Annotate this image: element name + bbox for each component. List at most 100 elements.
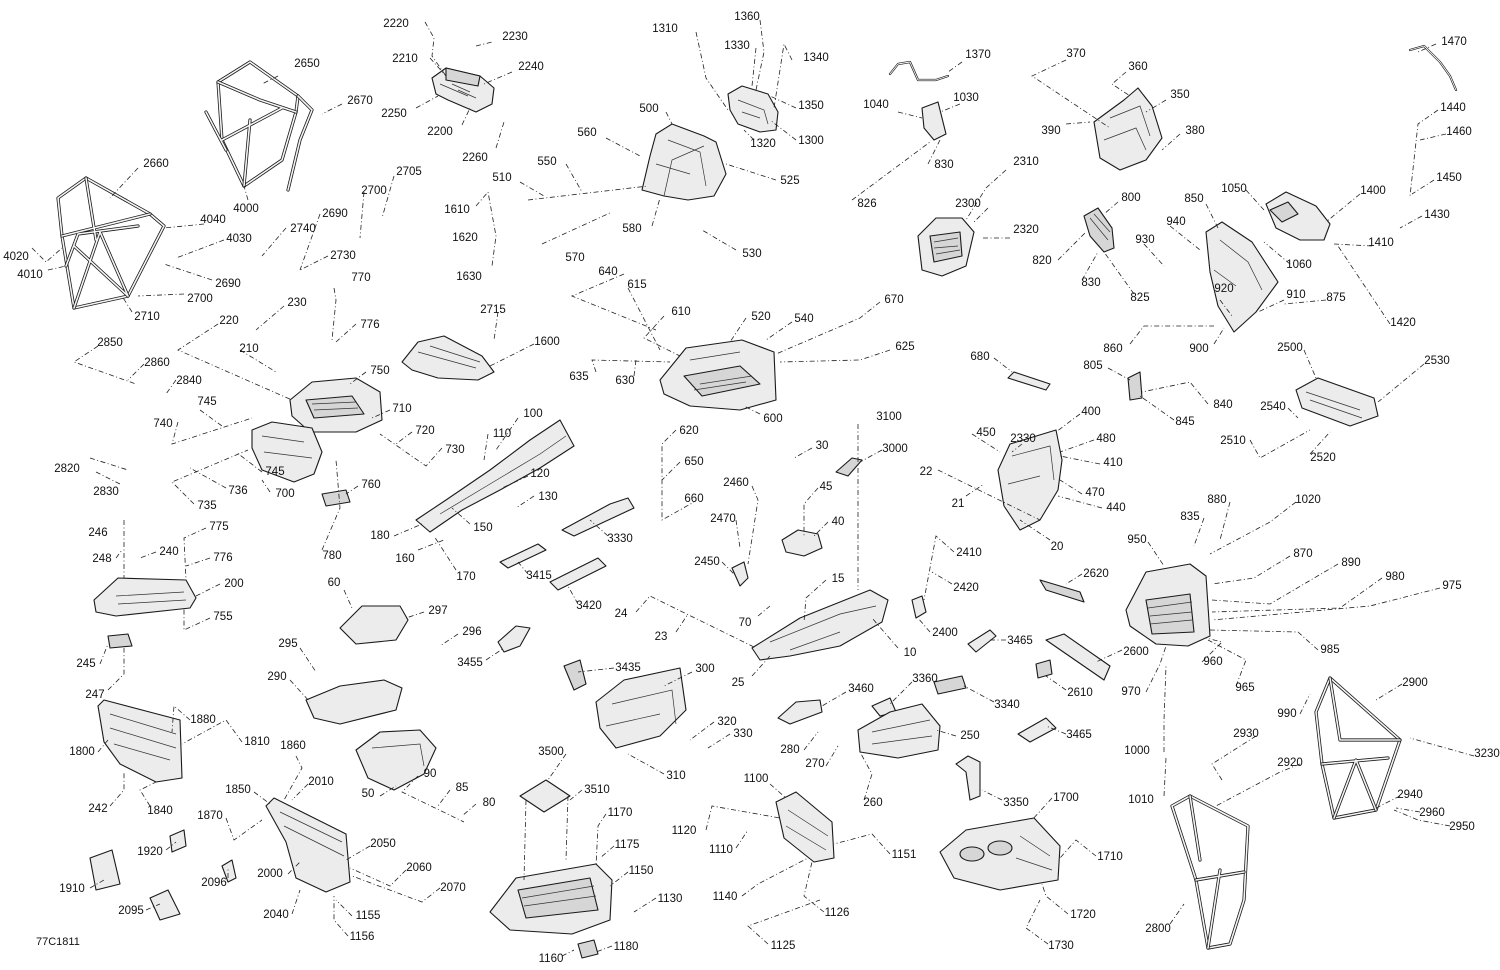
callout-label: 24 xyxy=(615,608,628,620)
part-tray-750 xyxy=(289,377,383,433)
callout-label: 150 xyxy=(473,522,492,534)
callout-label: 760 xyxy=(361,479,380,491)
callout-label: 710 xyxy=(392,403,411,415)
callout-label: 2950 xyxy=(1449,821,1475,833)
callout-label: 200 xyxy=(224,578,243,590)
part-plate-1920 xyxy=(169,829,187,853)
part-trim-3420 xyxy=(549,557,607,591)
callout-label: 4030 xyxy=(226,233,252,245)
callout-label: 1360 xyxy=(734,11,760,23)
callout-label: 660 xyxy=(684,493,703,505)
callout-label: 1470 xyxy=(1441,36,1467,48)
callout-label: 3100 xyxy=(876,411,902,423)
callout-label: 1160 xyxy=(539,953,564,965)
callout-label: 120 xyxy=(530,468,549,480)
callout-label: 1400 xyxy=(1360,185,1386,197)
callout-label: 700 xyxy=(275,488,294,500)
callout-label: 825 xyxy=(1130,292,1149,304)
callout-label: 3435 xyxy=(615,662,641,674)
callout-label: 720 xyxy=(415,425,434,437)
callout-label: 4000 xyxy=(233,203,259,215)
callout-label: 470 xyxy=(1085,487,1104,499)
part-cap-3435 xyxy=(563,659,587,691)
callout-label: 240 xyxy=(159,546,178,558)
callout-label: 2840 xyxy=(176,375,202,387)
callout-label: 50 xyxy=(362,788,375,800)
callout-label: 2310 xyxy=(1013,156,1039,168)
callout-label: 20 xyxy=(1051,541,1064,553)
callout-label: 1850 xyxy=(225,784,251,796)
callout-label: 10 xyxy=(904,647,917,659)
part-shield-60 xyxy=(339,605,409,645)
callout-label: 295 xyxy=(278,638,297,650)
callout-label: 940 xyxy=(1166,216,1185,228)
callout-label: 2000 xyxy=(257,868,283,880)
callout-label: 1040 xyxy=(863,99,889,111)
callout-label: 110 xyxy=(493,428,511,440)
callout-label: 1300 xyxy=(798,135,824,147)
callout-label: 580 xyxy=(622,223,641,235)
callout-label: 745 xyxy=(265,466,284,478)
callout-label: 745 xyxy=(197,396,216,408)
part-ramp-1600 xyxy=(401,335,495,381)
callout-label: 3360 xyxy=(912,673,938,685)
callout-label: 60 xyxy=(328,577,341,589)
callout-label: 1910 xyxy=(59,883,85,895)
part-sheet-3500 xyxy=(519,779,571,813)
part-knob-2400 xyxy=(911,595,927,619)
callout-label: 2660 xyxy=(143,158,169,170)
callout-label: 2670 xyxy=(347,95,373,107)
callout-label: 1150 xyxy=(629,865,654,877)
callout-label: 1880 xyxy=(190,714,216,726)
callout-label: 2705 xyxy=(396,166,422,178)
callout-label: 3500 xyxy=(538,746,564,758)
callout-label: 740 xyxy=(153,418,172,430)
callout-label: 2320 xyxy=(1013,224,1039,236)
callout-label: 570 xyxy=(565,252,584,264)
callout-label: 826 xyxy=(857,198,876,210)
callout-label: 3465 xyxy=(1007,635,1033,647)
callout-label: 2095 xyxy=(118,905,144,917)
callout-label: 2930 xyxy=(1233,728,1259,740)
callout-label: 2610 xyxy=(1067,687,1093,699)
callout-label: 4040 xyxy=(200,214,226,226)
callout-label: 1030 xyxy=(953,92,979,104)
callout-label: 410 xyxy=(1103,457,1122,469)
part-trim-3415 xyxy=(499,543,547,569)
callout-label: 1060 xyxy=(1286,259,1312,271)
callout-label: 525 xyxy=(780,175,799,187)
callout-label: 1320 xyxy=(750,138,776,150)
callout-label: 40 xyxy=(832,516,845,528)
callout-label: 2260 xyxy=(462,152,488,164)
callout-label: 650 xyxy=(684,456,703,468)
callout-label: 450 xyxy=(976,427,995,439)
part-panel-700 xyxy=(251,421,323,483)
callout-label: 2690 xyxy=(322,208,348,220)
callout-label: 735 xyxy=(197,500,216,512)
part-liner-50 xyxy=(355,729,437,791)
callout-label: 1340 xyxy=(803,52,829,64)
callout-label: 890 xyxy=(1341,557,1360,569)
part-strip-680 xyxy=(1007,371,1051,391)
callout-label: 70 xyxy=(739,617,752,629)
part-panel-850 xyxy=(1205,221,1279,333)
callout-label: 248 xyxy=(92,553,111,565)
callout-label: 985 xyxy=(1320,644,1339,656)
callout-label: 2510 xyxy=(1220,435,1246,447)
callout-label: 2410 xyxy=(956,547,982,559)
callout-label: 1730 xyxy=(1048,940,1074,952)
callout-label: 1610 xyxy=(444,204,470,216)
callout-label: 640 xyxy=(598,266,617,278)
callout-label: 3415 xyxy=(526,570,552,582)
callout-label: 1410 xyxy=(1368,237,1394,249)
callout-label: 80 xyxy=(483,797,496,809)
part-strip-3340 xyxy=(933,675,967,695)
part-bracket-3350 xyxy=(955,755,981,801)
callout-label: 3000 xyxy=(882,443,908,455)
part-ramp-290 xyxy=(305,679,403,725)
callout-label: 2600 xyxy=(1123,646,1149,658)
callout-label: 2500 xyxy=(1277,342,1303,354)
callout-label: 510 xyxy=(492,172,511,184)
callout-label: 2700 xyxy=(361,185,387,197)
